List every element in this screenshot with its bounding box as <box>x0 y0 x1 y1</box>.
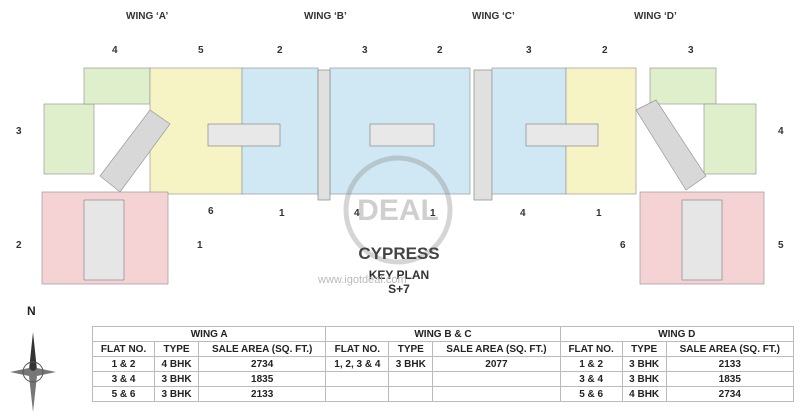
table-cell: 2133 <box>665 356 795 372</box>
column-header: TYPE <box>621 341 667 357</box>
table-cell <box>432 386 561 402</box>
flat-number-bottom: 6 <box>208 206 214 217</box>
table-cell: 3 BHK <box>388 356 434 372</box>
column-header: SALE AREA (SQ. FT.) <box>665 341 795 357</box>
wing-c-block <box>473 67 637 201</box>
key-plan-subtitle: KEY PLAN S+7 <box>324 268 474 296</box>
wing-b-label: WING ‘B’ <box>304 11 347 22</box>
column-header: SALE AREA (SQ. FT.) <box>197 341 327 357</box>
column-header: TYPE <box>154 341 199 357</box>
wing-b-block <box>207 67 471 201</box>
wing-b-core-2 <box>369 123 435 147</box>
flat-number-left: 3 <box>16 126 22 137</box>
flat-number-bottom: 4 <box>520 208 526 219</box>
table-cell: 2734 <box>665 386 795 402</box>
wing-a-core <box>83 199 125 281</box>
group-header: WING D <box>559 326 795 342</box>
table-cell: 3 BHK <box>154 386 199 402</box>
table-cell: 1 & 2 <box>559 356 623 372</box>
column-header: FLAT NO. <box>325 341 390 357</box>
flat-number-left: 2 <box>16 240 22 251</box>
table-row: 1 & 2 4 BHK 2734 1, 2, 3 & 4 3 BHK 2077 … <box>91 356 795 372</box>
table-cell: 4 BHK <box>621 386 667 402</box>
table-cell: 1835 <box>197 371 327 387</box>
project-title: CYPRESS <box>358 244 440 263</box>
floor-label: S+7 <box>388 282 410 296</box>
svg-text:DEAL: DEAL <box>357 194 439 227</box>
north-label: N <box>27 304 36 318</box>
wing-a-green-units <box>43 103 95 175</box>
table-cell <box>432 371 561 387</box>
wing-a-label: WING ‘A’ <box>126 11 169 22</box>
column-header: TYPE <box>388 341 434 357</box>
wing-d-core <box>681 199 723 281</box>
column-header: SALE AREA (SQ. FT.) <box>432 341 561 357</box>
table-cell: 1, 2, 3 & 4 <box>325 356 390 372</box>
table-cell: 4 BHK <box>154 356 199 372</box>
group-header: WING B & C <box>325 326 561 342</box>
table-cell: 5 & 6 <box>91 386 156 402</box>
table-row: 5 & 6 3 BHK 2133 5 & 6 4 BHK 2734 <box>91 386 795 402</box>
flat-number-bottom: 1 <box>430 208 436 219</box>
wing-c-stair <box>473 69 493 201</box>
flat-number-bottom: 1 <box>596 208 602 219</box>
table-header-row: FLAT NO. TYPE SALE AREA (SQ. FT.) FLAT N… <box>91 341 795 357</box>
flat-number-bottom: 4 <box>354 208 360 219</box>
table-cell: 1 & 2 <box>91 356 156 372</box>
table-cell: 3 BHK <box>621 371 667 387</box>
table-cell: 3 & 4 <box>559 371 623 387</box>
table-group-row: WING A WING B & C WING D <box>91 326 795 342</box>
watermark-seal: DEAL <box>343 155 453 265</box>
wing-a-link-corridor <box>99 109 171 193</box>
table-cell: 3 BHK <box>621 356 667 372</box>
table-cell: 2133 <box>197 386 327 402</box>
flat-number-top: 3 <box>688 45 694 56</box>
flat-number-top: 5 <box>198 45 204 56</box>
sale-area-table: WING A WING B & C WING D FLAT NO. TYPE S… <box>91 326 795 402</box>
flat-number-top: 2 <box>602 45 608 56</box>
table-cell: 2734 <box>197 356 327 372</box>
table-cell: 2077 <box>432 356 561 372</box>
flat-number-bottom: 1 <box>197 240 203 251</box>
flat-number-right: 5 <box>778 240 784 251</box>
table-cell: 3 BHK <box>154 371 199 387</box>
key-plan-label: KEY PLAN <box>368 268 430 282</box>
table-cell <box>325 371 390 387</box>
flat-number-top: 2 <box>437 45 443 56</box>
flat-number-right: 4 <box>778 126 784 137</box>
key-plan-drawing: DEAL <box>41 67 765 285</box>
wing-b-core <box>207 123 281 147</box>
flat-number-top: 3 <box>526 45 532 56</box>
watermark-text: www.igotdeal.com <box>318 274 407 286</box>
column-header: FLAT NO. <box>559 341 623 357</box>
group-header: WING A <box>91 326 327 342</box>
wing-d-label: WING ‘D’ <box>634 11 677 22</box>
wing-d-block <box>635 67 765 285</box>
wing-d-green-units <box>703 103 757 175</box>
table-cell <box>388 386 434 402</box>
wing-d-link-corridor <box>635 99 707 191</box>
wing-c-label: WING ‘C’ <box>472 11 515 22</box>
column-header: FLAT NO. <box>91 341 156 357</box>
table-row: 3 & 4 3 BHK 1835 3 & 4 3 BHK 1835 <box>91 371 795 387</box>
wing-c-core <box>525 123 599 147</box>
wing-a-block <box>41 67 243 285</box>
table-cell: 1835 <box>665 371 795 387</box>
table-cell <box>388 371 434 387</box>
flat-number-top: 2 <box>277 45 283 56</box>
wing-d-green-top <box>649 67 717 105</box>
flat-number-top: 4 <box>112 45 118 56</box>
table-cell: 5 & 6 <box>559 386 623 402</box>
compass-rose-icon <box>10 332 56 412</box>
table-cell: 3 & 4 <box>91 371 156 387</box>
flat-number-bottom: 1 <box>279 208 285 219</box>
table-cell <box>325 386 390 402</box>
flat-number-bottom: 6 <box>620 240 626 251</box>
wing-a-green-top <box>83 67 151 105</box>
wing-b-stair <box>317 69 331 201</box>
flat-number-top: 3 <box>362 45 368 56</box>
